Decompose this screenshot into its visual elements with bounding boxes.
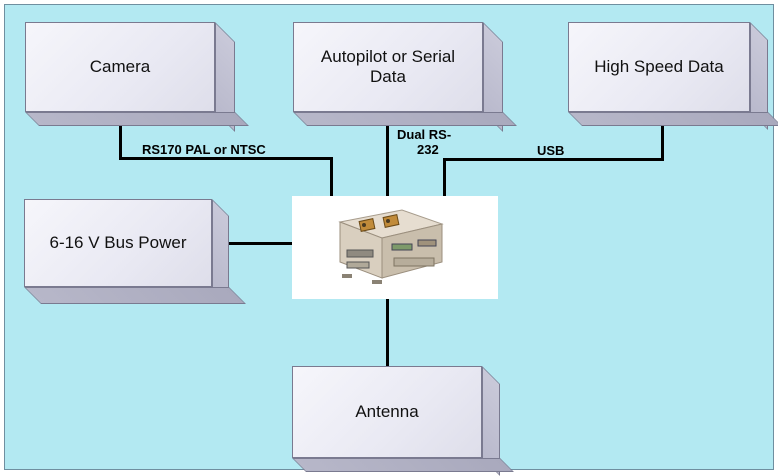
autopilot-link-label-line2: 232 — [417, 142, 439, 157]
antenna-node: Antenna — [292, 366, 514, 476]
autopilot-link-label-line1: Dual RS- — [397, 127, 452, 142]
camera-node: Camera — [25, 22, 250, 132]
high-speed-data-node: High Speed Data — [568, 22, 778, 130]
radio-modem-device-icon — [338, 209, 444, 284]
usb-connector-drop — [443, 158, 446, 197]
autopilot-label: Autopilot or Serial Data — [293, 22, 483, 112]
camera-label: Camera — [25, 22, 215, 112]
usb-connector-vertical — [661, 118, 664, 161]
high-speed-data-label: High Speed Data — [568, 22, 750, 112]
autopilot-connector — [386, 112, 389, 197]
antenna-connector — [386, 299, 389, 367]
bus-power-node: 6-16 V Bus Power — [24, 199, 246, 304]
camera-link-label: RS170 PAL or NTSC — [142, 142, 266, 157]
camera-connector-drop — [330, 157, 333, 197]
bus-power-label: 6-16 V Bus Power — [24, 199, 212, 287]
usb-connector-horizontal — [443, 158, 664, 161]
camera-connector-vertical — [119, 112, 122, 159]
antenna-label: Antenna — [292, 366, 482, 458]
device-panel — [292, 196, 498, 299]
camera-connector-horizontal — [119, 157, 333, 160]
power-connector — [212, 242, 293, 245]
usb-link-label: USB — [537, 143, 565, 158]
autopilot-node: Autopilot or Serial Data — [293, 22, 518, 132]
